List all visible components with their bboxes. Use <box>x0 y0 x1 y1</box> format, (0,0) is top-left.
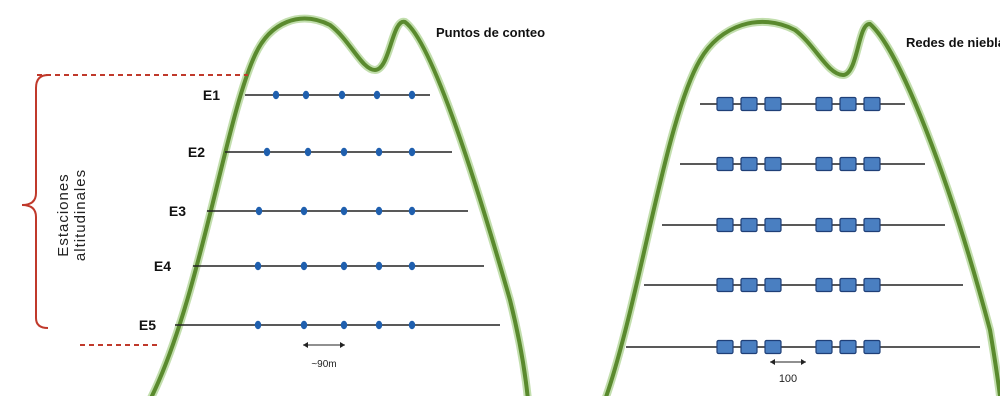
mist-net <box>863 96 881 112</box>
count-point <box>338 90 346 100</box>
count-point <box>375 206 383 216</box>
mist-net <box>863 277 881 293</box>
station-label-e2: E2 <box>188 144 205 160</box>
left-panel-title: Puntos de conteo <box>436 25 545 40</box>
count-point <box>255 206 263 216</box>
mist-net <box>716 217 734 233</box>
mist-net <box>815 217 833 233</box>
mist-net <box>863 339 881 355</box>
mountain-outline-left <box>149 16 530 396</box>
mist-net <box>764 217 782 233</box>
altitude-bracket <box>21 74 49 329</box>
right-spacing-label: 100 <box>779 373 797 385</box>
left-spacing-label: ~90m <box>311 359 336 370</box>
count-point <box>340 147 348 157</box>
mist-net <box>764 96 782 112</box>
count-point <box>300 206 308 216</box>
mist-net <box>839 339 857 355</box>
left-arrowhead-left <box>303 342 308 348</box>
mist-net <box>740 156 758 172</box>
mist-net <box>764 339 782 355</box>
side-label-line1: Estaciones <box>55 173 72 256</box>
mist-net <box>839 156 857 172</box>
count-point <box>340 261 348 271</box>
mist-net <box>716 339 734 355</box>
right-panel-title: Redes de niebla <box>906 35 1000 50</box>
count-point <box>375 147 383 157</box>
mist-net <box>839 277 857 293</box>
mountain-outline-right <box>604 20 1000 396</box>
mist-net <box>815 339 833 355</box>
mist-net <box>863 217 881 233</box>
left-arrowhead-right <box>340 342 345 348</box>
count-point <box>302 90 310 100</box>
right-arrowhead-right <box>801 359 806 365</box>
count-point <box>408 147 416 157</box>
mist-net <box>740 339 758 355</box>
mountain-glow-left <box>147 14 532 396</box>
count-point <box>272 90 280 100</box>
mist-net <box>815 277 833 293</box>
count-point <box>340 320 348 330</box>
station-label-e3: E3 <box>169 203 186 219</box>
mist-net <box>815 156 833 172</box>
count-point <box>254 261 262 271</box>
station-label-e5: E5 <box>139 317 156 333</box>
mist-net <box>716 156 734 172</box>
right-panel: Redes de niebla 100 <box>602 18 1000 396</box>
count-point <box>408 320 416 330</box>
count-point <box>300 320 308 330</box>
mist-net <box>740 277 758 293</box>
mist-net <box>863 156 881 172</box>
count-point <box>408 261 416 271</box>
station-label-e4: E4 <box>154 258 171 274</box>
mist-net <box>716 277 734 293</box>
count-point <box>408 206 416 216</box>
count-point <box>340 206 348 216</box>
count-point <box>375 320 383 330</box>
count-point <box>263 147 271 157</box>
mountain-glow-right <box>602 18 1000 396</box>
count-point <box>300 261 308 271</box>
count-point <box>375 261 383 271</box>
mist-net <box>815 96 833 112</box>
mist-net <box>740 96 758 112</box>
mist-net <box>839 96 857 112</box>
mist-net <box>740 217 758 233</box>
right-transects <box>626 96 980 355</box>
count-point <box>408 90 416 100</box>
mist-net <box>764 156 782 172</box>
station-label-e1: E1 <box>203 87 220 103</box>
mist-net <box>764 277 782 293</box>
count-point <box>373 90 381 100</box>
left-panel: Puntos de conteo Estaciones altitudinale… <box>21 14 545 396</box>
side-label-line2: altitudinales <box>72 169 89 261</box>
count-point <box>254 320 262 330</box>
mist-net <box>839 217 857 233</box>
mist-net <box>716 96 734 112</box>
right-arrowhead-left <box>770 359 775 365</box>
count-point <box>304 147 312 157</box>
